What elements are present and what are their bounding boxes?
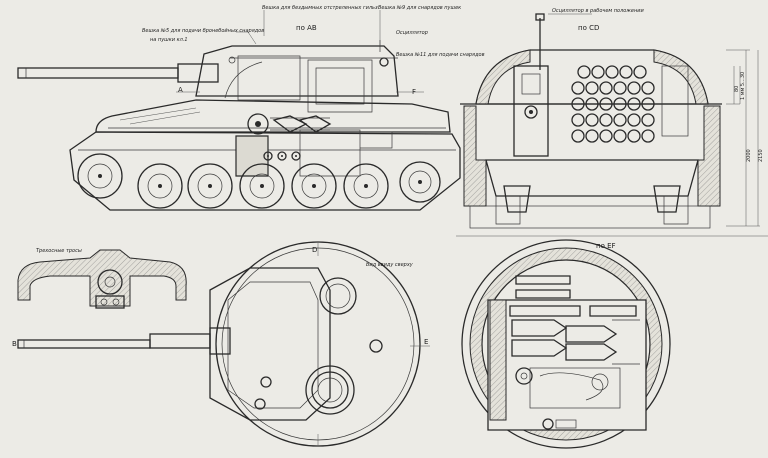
dimension-lines: 80 1 мм 5...30 2000 2150 (726, 49, 764, 227)
dimension-80: 80 (734, 86, 740, 92)
section-title-ab: по AB (296, 24, 317, 32)
annotation-cables: Трехосные тросы (36, 248, 82, 254)
gun-barrel-side (17, 63, 219, 83)
front-section-cd: Осциллятор в рабочем положении по CD 80 … (460, 8, 764, 229)
annotation-top-view: Вид ввиду сверху (366, 262, 414, 268)
mantlet-cross-section: Трехосные тросы (17, 248, 187, 309)
section-marker-f: F (412, 88, 416, 96)
section-title-cd: по CD (578, 24, 599, 32)
shell-stack (571, 65, 655, 143)
hull-side (69, 99, 461, 211)
section-marker-a: A (178, 86, 183, 94)
section-lines-side (176, 10, 424, 93)
annotation-shell-rack: Вешка №9 для снарядов пушек (378, 5, 461, 11)
turret-side (195, 40, 399, 113)
annotation-ap-feed-sub: на пушки кл.1 (150, 37, 188, 43)
section-ef: по EF (461, 239, 671, 449)
annotation-oscillator: Осциллятор (396, 30, 428, 36)
annotation-shell-feed: Вешка №11 для подачи снарядов (396, 52, 485, 58)
top-view: Вид ввиду сверху B D E (12, 241, 430, 447)
breech-assembly (247, 113, 393, 161)
road-wheels (77, 153, 441, 209)
annotation-casing-bin: Вешка для бездымных отстреленных гильз (262, 5, 378, 11)
shells-ef (509, 275, 640, 365)
annotation-oscillator-working: Осциллятор в рабочем положении (552, 8, 644, 14)
dimension-2000: 2000 (746, 149, 752, 162)
side-view: Вешка для бездымных отстреленных гильз В… (17, 5, 485, 211)
section-marker-e: E (424, 338, 428, 346)
section-marker-d: D (312, 246, 317, 254)
section-title-ef: по EF (596, 242, 616, 250)
dimension-2150: 2150 (758, 149, 764, 162)
dimension-note: 1 мм 5...30 (740, 72, 746, 100)
annotation-ap-feed: Вешка №5 для подачи бронебойных снарядов (142, 28, 264, 34)
section-marker-b: B (12, 340, 17, 348)
